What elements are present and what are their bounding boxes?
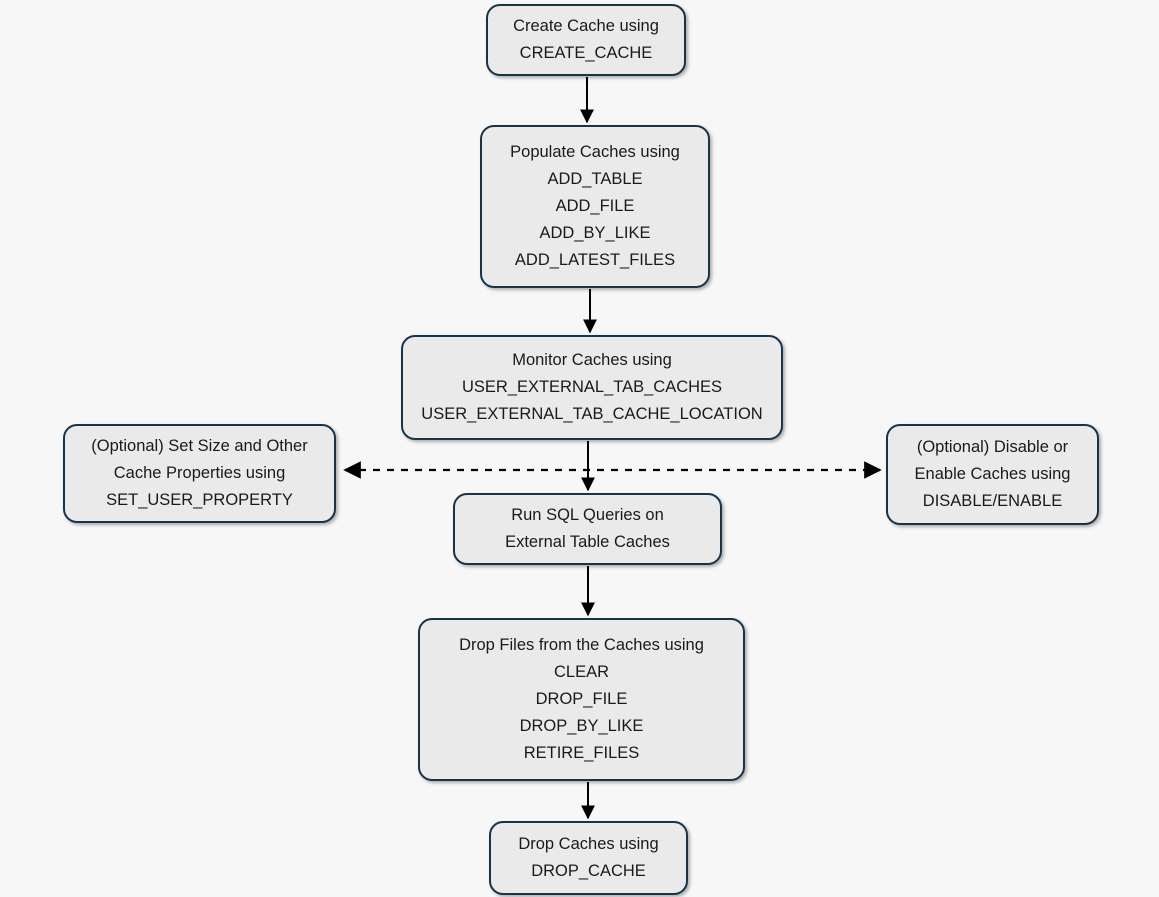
node-line: Enable Caches using (914, 465, 1071, 483)
node-line: ADD_BY_LIKE (539, 224, 651, 242)
node-run-sql-queries[interactable]: Run SQL Queries on External Table Caches (453, 493, 722, 565)
node-line: ADD_TABLE (547, 170, 643, 188)
node-line: Cache Properties using (113, 464, 286, 482)
node-drop-caches[interactable]: Drop Caches using DROP_CACHE (489, 821, 688, 895)
node-line: (Optional) Disable or (916, 438, 1069, 456)
node-line: Populate Caches using (510, 143, 680, 161)
node-drop-files[interactable]: Drop Files from the Caches using CLEAR D… (418, 618, 745, 781)
node-line: Create Cache using (513, 17, 659, 35)
node-create-cache[interactable]: Create Cache using CREATE_CACHE (486, 4, 686, 76)
node-line: SET_USER_PROPERTY (106, 491, 293, 509)
node-line: ADD_LATEST_FILES (514, 251, 676, 269)
node-line: Run SQL Queries on (511, 506, 664, 524)
node-monitor-caches[interactable]: Monitor Caches using USER_EXTERNAL_TAB_C… (401, 335, 783, 440)
node-line: DROP_BY_LIKE (519, 717, 644, 735)
node-line: RETIRE_FILES (523, 744, 640, 762)
node-line: External Table Caches (505, 533, 670, 551)
node-line: DROP_CACHE (531, 862, 646, 880)
node-line: USER_EXTERNAL_TAB_CACHES (461, 378, 723, 396)
node-line: (Optional) Set Size and Other (91, 437, 308, 455)
node-line: DISABLE/ENABLE (922, 492, 1063, 510)
node-line: CREATE_CACHE (519, 44, 653, 62)
node-set-cache-properties[interactable]: (Optional) Set Size and Other Cache Prop… (63, 424, 336, 523)
node-populate-caches[interactable]: Populate Caches using ADD_TABLE ADD_FILE… (480, 125, 710, 288)
node-line: Drop Files from the Caches using (459, 636, 704, 654)
node-line: USER_EXTERNAL_TAB_CACHE_LOCATION (421, 405, 763, 423)
node-disable-enable-caches[interactable]: (Optional) Disable or Enable Caches usin… (886, 424, 1099, 525)
node-line: ADD_FILE (555, 197, 635, 215)
node-line: Drop Caches using (518, 835, 659, 853)
node-line: Monitor Caches using (512, 351, 672, 369)
node-line: CLEAR (553, 663, 610, 681)
node-line: DROP_FILE (535, 690, 628, 708)
